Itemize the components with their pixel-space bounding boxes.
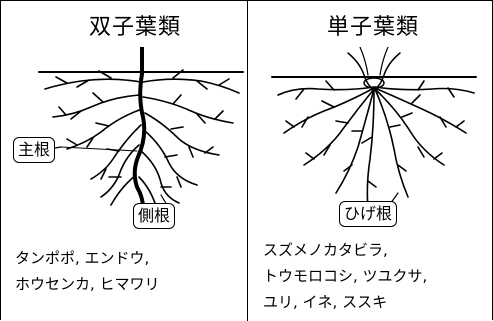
monocot-species-line-2: トウモロコシ, ツユクサ, (263, 267, 428, 285)
main-root (132, 72, 147, 214)
dicot-title: 双子葉類 (89, 15, 182, 40)
lateral-root-label: 側根 (133, 203, 176, 229)
main-root-leader-ext (60, 146, 138, 152)
fibrous-root-label: ひげ根 (339, 201, 398, 227)
dicot-species-line-1: タンポポ, エンドウ, (15, 249, 150, 267)
stem-base (347, 52, 401, 90)
monocot-title: 単子葉類 (327, 15, 420, 40)
fibrous-roots (277, 80, 475, 210)
monocot-species-line-3: ユリ, イネ, ススキ (263, 293, 388, 311)
main-root-label: 主根 (13, 137, 56, 163)
fibrous-root-system-illustration (271, 47, 477, 210)
column-divider (247, 1, 248, 321)
monocot-species-line-1: スズメノカタビラ, (263, 241, 388, 259)
taproot-system-illustration (36, 47, 244, 216)
lateral-roots-right (138, 69, 240, 210)
lateral-roots-left (44, 70, 143, 206)
dicot-species-line-2: ホウセンカ, ヒマワリ (15, 275, 160, 293)
